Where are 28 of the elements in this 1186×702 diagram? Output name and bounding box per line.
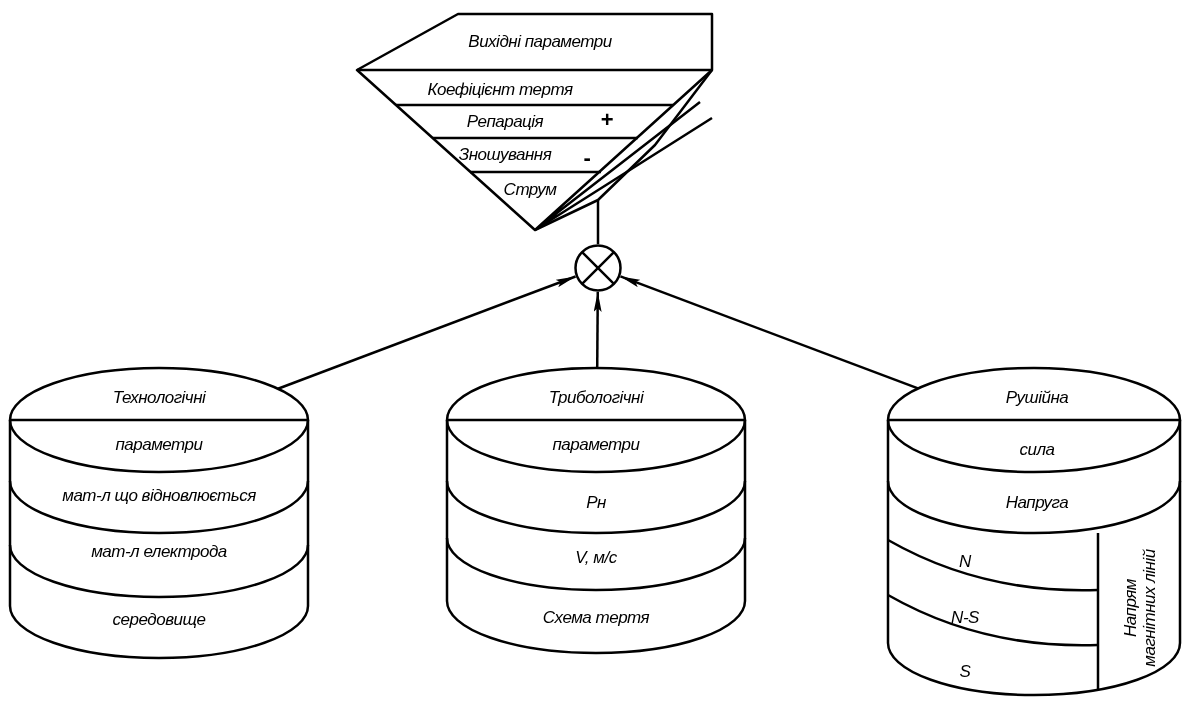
- parameter-label: сила: [1019, 440, 1055, 460]
- parameter-label: мат-л що відновлюється: [62, 486, 256, 506]
- parameter-label: V, м/с: [575, 548, 617, 568]
- parameter-label: Зношування: [458, 145, 552, 165]
- parameter-label: Рн: [586, 493, 606, 513]
- output-heading: Вихідні параметри: [468, 32, 612, 52]
- parameter-label: середовище: [112, 610, 206, 630]
- parameter-label: Струм: [503, 180, 557, 200]
- direction-label: Напрям магнітних ліній: [1121, 548, 1159, 669]
- parameter-label: параметри: [115, 435, 203, 455]
- minus-sign: -: [583, 148, 591, 168]
- pole-label: N-S: [951, 608, 979, 628]
- parameter-label: Схема тертя: [542, 608, 650, 628]
- arrow: [620, 275, 919, 390]
- group-heading: Технологічні: [112, 388, 206, 408]
- group-heading: Трибологічні: [548, 388, 644, 408]
- plus-sign: +: [600, 110, 614, 130]
- parameter-label: мат-л електрода: [91, 542, 227, 562]
- arrow: [277, 275, 576, 390]
- arrow: [593, 292, 602, 368]
- pole-label: N: [959, 552, 971, 572]
- parameter-label: Коефіцієнт тертя: [427, 80, 573, 100]
- parameter-label: параметри: [552, 435, 640, 455]
- parameter-label: Репарація: [466, 112, 544, 132]
- connector-line: [596, 200, 600, 244]
- pole-label: S: [959, 662, 971, 682]
- parameter-label: Напруга: [1005, 493, 1069, 513]
- group-heading: Рушійна: [1005, 388, 1069, 408]
